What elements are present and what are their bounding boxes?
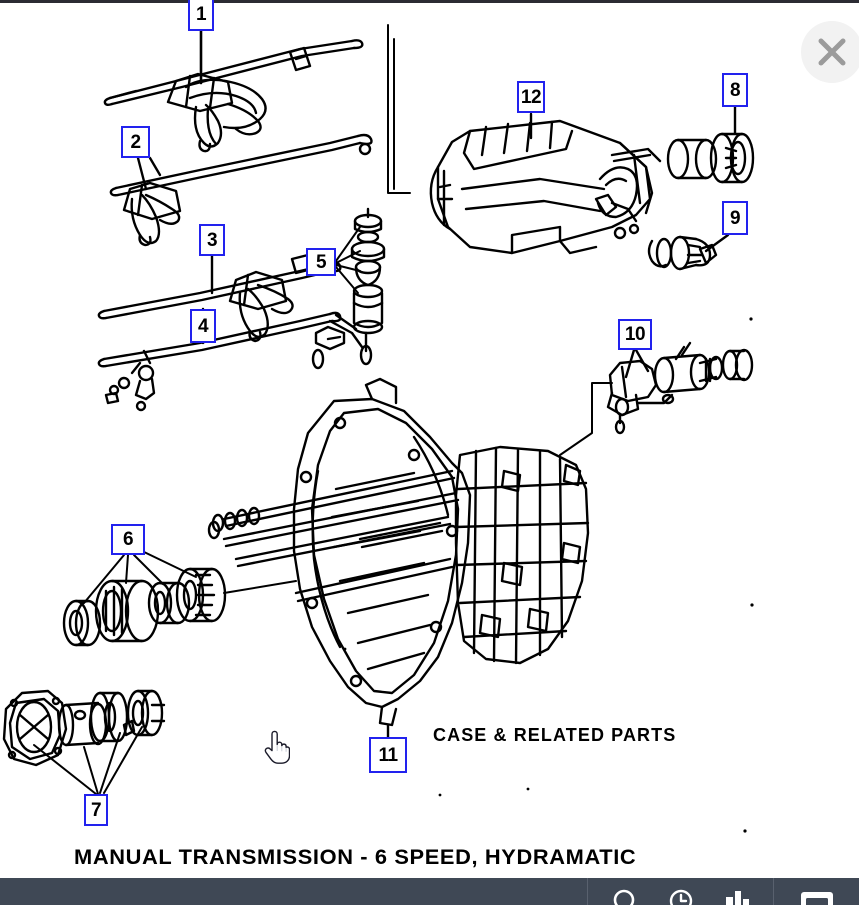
close-button[interactable] bbox=[801, 21, 859, 83]
toolbar-left-area bbox=[0, 878, 587, 905]
bottom-toolbar[interactable] bbox=[0, 878, 859, 905]
figure-title: MANUAL TRANSMISSION - 6 SPEED, HYDRAMATI… bbox=[74, 846, 637, 869]
compare-icon[interactable] bbox=[722, 878, 752, 905]
section-label: CASE & RELATED PARTS bbox=[433, 725, 677, 745]
toolbar-divider-left bbox=[587, 878, 588, 905]
toolbar-icon-group bbox=[588, 878, 773, 905]
diagram-line-art bbox=[2, 24, 755, 833]
callout-8[interactable]: 8 bbox=[722, 73, 748, 107]
history-icon[interactable] bbox=[666, 878, 696, 905]
callout-11[interactable]: 11 bbox=[369, 737, 407, 773]
callout-4[interactable]: 4 bbox=[190, 309, 216, 343]
callout-9[interactable]: 9 bbox=[722, 201, 748, 235]
callout-10[interactable]: 10 bbox=[618, 319, 652, 350]
callout-3[interactable]: 3 bbox=[199, 224, 225, 256]
search-icon[interactable] bbox=[610, 878, 640, 905]
callout-2[interactable]: 2 bbox=[121, 126, 150, 158]
callout-1[interactable]: 1 bbox=[188, 0, 214, 31]
callout-6[interactable]: 6 bbox=[111, 524, 145, 555]
toolbar-divider-right bbox=[773, 878, 774, 905]
window-icon[interactable] bbox=[774, 878, 859, 905]
top-rule bbox=[0, 0, 859, 3]
callout-7[interactable]: 7 bbox=[84, 794, 108, 826]
callout-12[interactable]: 12 bbox=[517, 81, 545, 113]
close-icon bbox=[818, 38, 846, 66]
callout-5[interactable]: 5 bbox=[306, 248, 336, 276]
